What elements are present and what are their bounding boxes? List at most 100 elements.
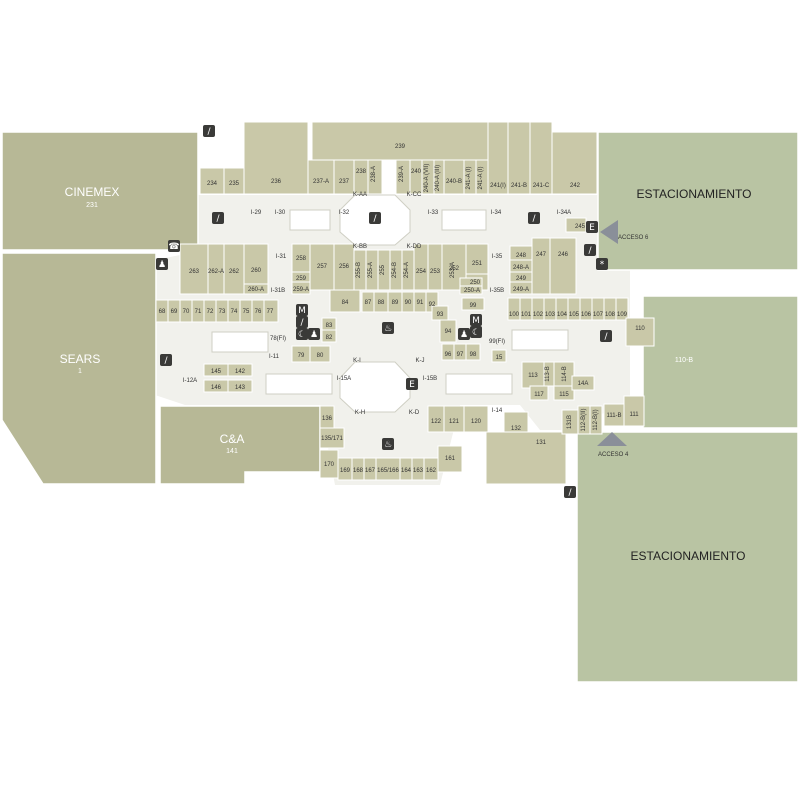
store-101-label: 101 bbox=[521, 312, 532, 318]
store-254-label: 254 bbox=[416, 269, 427, 275]
store-254[interactable] bbox=[413, 243, 429, 291]
store-234[interactable] bbox=[199, 167, 225, 195]
store-263[interactable] bbox=[179, 243, 209, 295]
store-254b-label: 254-B bbox=[392, 262, 398, 278]
food-court-icon: ♨ bbox=[382, 438, 394, 450]
store-84-label: 84 bbox=[342, 300, 349, 306]
store-112bi[interactable] bbox=[589, 405, 603, 435]
store-260-label: 260 bbox=[251, 268, 262, 274]
store-253a-label: 253-A bbox=[450, 262, 456, 278]
store-143[interactable] bbox=[227, 379, 253, 393]
store-83[interactable] bbox=[321, 317, 337, 331]
kiosk-i35-label: I-35 bbox=[492, 254, 503, 260]
store-99-label: 99 bbox=[470, 303, 477, 309]
escalator-icon: / bbox=[564, 486, 576, 498]
store-117[interactable] bbox=[529, 385, 549, 401]
store-82-label: 82 bbox=[326, 335, 333, 341]
store-102-label: 102 bbox=[533, 312, 544, 318]
parking-right-110b[interactable] bbox=[642, 295, 799, 429]
store-131[interactable] bbox=[485, 431, 567, 485]
store-122[interactable] bbox=[427, 405, 445, 433]
restroom-icon: ♟ bbox=[156, 258, 168, 270]
store-111[interactable] bbox=[623, 395, 645, 427]
store-132-label: 132 bbox=[511, 426, 522, 432]
store-253[interactable] bbox=[427, 243, 443, 291]
store-98[interactable] bbox=[465, 343, 481, 361]
store-236[interactable] bbox=[243, 121, 309, 195]
store-239[interactable] bbox=[311, 121, 489, 161]
store-235-label: 235 bbox=[229, 181, 240, 187]
svg-text:M: M bbox=[298, 306, 306, 316]
store-110-label: 110 bbox=[635, 326, 645, 332]
store-250a[interactable] bbox=[459, 285, 483, 295]
store-252[interactable] bbox=[465, 243, 489, 275]
svg-text:/: / bbox=[207, 127, 211, 137]
store-240a-vii-label: 240-A (VII) bbox=[424, 164, 430, 193]
store-111-label: 111 bbox=[629, 412, 639, 418]
svg-text:/: / bbox=[532, 214, 536, 224]
store-246[interactable] bbox=[549, 237, 577, 295]
store-109[interactable] bbox=[615, 297, 629, 321]
store-115[interactable] bbox=[553, 385, 575, 401]
store-238[interactable] bbox=[353, 159, 369, 195]
store-15[interactable] bbox=[491, 349, 507, 363]
svg-text:/: / bbox=[588, 246, 592, 256]
store-161[interactable] bbox=[437, 445, 463, 473]
kiosk-i15a-label: I-15A bbox=[337, 376, 351, 382]
sears-store[interactable] bbox=[1, 252, 157, 485]
nursery-icon: ☾ bbox=[296, 328, 308, 340]
store-114b-label: 114-B bbox=[562, 366, 568, 382]
svg-text:/: / bbox=[300, 318, 304, 328]
store-241ai-label: 241-A (I) bbox=[466, 166, 472, 189]
store-234-label: 234 bbox=[207, 181, 218, 187]
acceso-4-label: ACCESO 4 bbox=[598, 452, 629, 458]
kiosk-i35b-label: I-35B bbox=[490, 288, 504, 294]
store-248a-label: 248-A bbox=[513, 265, 529, 271]
kiosk-kdd-label: K-DD bbox=[407, 244, 422, 250]
svg-text:♟: ♟ bbox=[460, 330, 468, 340]
kiosk-i15b-label: I-15B bbox=[423, 376, 437, 382]
store-241i-label: 241(I) bbox=[490, 183, 506, 189]
svg-text:♟: ♟ bbox=[158, 260, 166, 270]
store-257[interactable] bbox=[309, 243, 335, 291]
store-246-label: 246 bbox=[558, 252, 569, 258]
store-259a-label: 259-A bbox=[293, 287, 309, 293]
corridor-kiosk-3 bbox=[211, 331, 269, 353]
store-120[interactable] bbox=[463, 405, 489, 433]
store-239a-label: 239-A bbox=[399, 166, 405, 182]
store-94[interactable] bbox=[439, 319, 457, 343]
store-80[interactable] bbox=[309, 345, 331, 363]
store-99[interactable] bbox=[461, 297, 485, 311]
store-91-label: 91 bbox=[417, 300, 424, 306]
store-14a[interactable] bbox=[571, 375, 595, 391]
store-240-label: 240 bbox=[411, 169, 422, 175]
info-icon: * bbox=[596, 258, 608, 270]
store-259a[interactable] bbox=[291, 281, 311, 295]
store-77[interactable] bbox=[263, 299, 279, 323]
store-260a[interactable] bbox=[243, 283, 269, 295]
store-242[interactable] bbox=[551, 131, 598, 195]
store-240b[interactable] bbox=[443, 159, 465, 195]
store-97-label: 97 bbox=[457, 352, 464, 358]
store-236-label: 236 bbox=[271, 179, 282, 185]
store-113b-label: 113-B bbox=[545, 366, 551, 382]
store-142[interactable] bbox=[227, 363, 253, 377]
acceso-4-arrow[interactable] bbox=[597, 432, 627, 446]
store-240[interactable] bbox=[409, 159, 423, 195]
store-253-label: 253 bbox=[430, 269, 441, 275]
kiosk-i34-label: I-34 bbox=[491, 210, 502, 216]
store-84[interactable] bbox=[329, 289, 361, 313]
store-135-171[interactable] bbox=[319, 427, 345, 449]
acceso-6-arrow[interactable] bbox=[600, 220, 618, 244]
store-237[interactable] bbox=[333, 159, 355, 195]
store-115-label: 115 bbox=[559, 392, 569, 398]
corridor-kiosk-4 bbox=[265, 373, 333, 395]
store-247[interactable] bbox=[531, 237, 551, 295]
store-237a[interactable] bbox=[307, 159, 335, 195]
store-241b-label: 241-B bbox=[511, 183, 527, 189]
store-260[interactable] bbox=[243, 243, 269, 285]
store-162[interactable] bbox=[423, 457, 439, 481]
store-77-label: 77 bbox=[267, 309, 274, 315]
store-110[interactable] bbox=[625, 317, 655, 347]
